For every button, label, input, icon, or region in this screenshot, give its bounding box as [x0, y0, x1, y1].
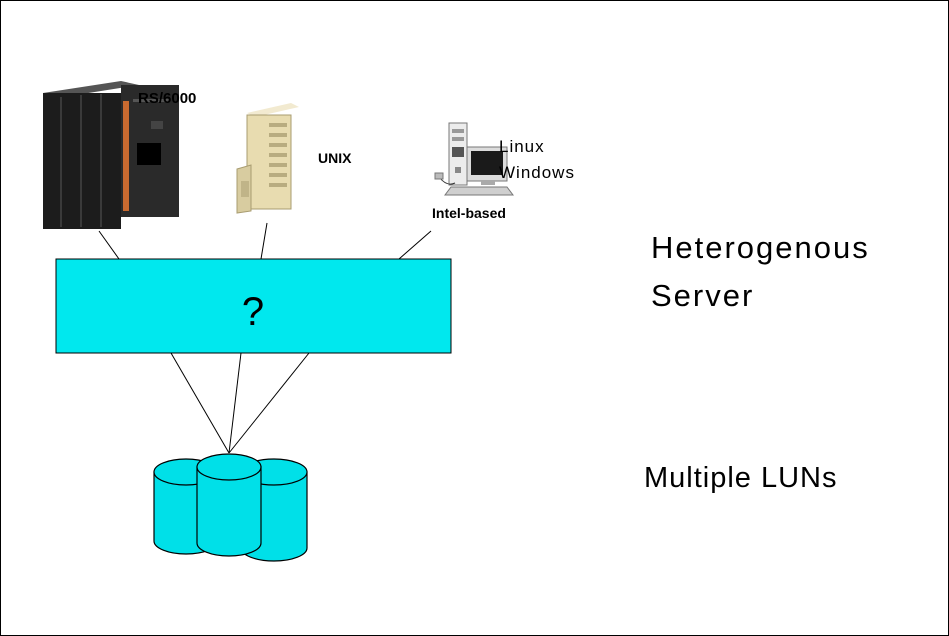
lun-link-middle — [228, 352, 242, 454]
lun-link-right — [228, 352, 310, 454]
intel-link — [398, 230, 432, 260]
rs6000-server-image — [43, 81, 179, 229]
server-connectors — [98, 222, 432, 260]
switch-question-mark: ? — [242, 290, 264, 334]
unix-server-image — [236, 103, 299, 214]
switch-box — [55, 258, 452, 354]
rs6000-link — [98, 230, 120, 260]
rs6000-label: RS/6000 — [138, 90, 196, 107]
intel-based-label: Intel-based — [432, 205, 506, 221]
linux-label: Linux — [499, 137, 545, 156]
intel-pc-image — [434, 122, 514, 196]
multiple-luns-caption: Multiple LUNs — [644, 462, 838, 494]
unix-link — [260, 222, 268, 260]
heterogenous-caption: Heterogenous — [651, 230, 870, 265]
lun-disk-middle — [196, 453, 262, 557]
lun-connectors — [170, 352, 310, 454]
unix-label: UNIX — [318, 150, 352, 166]
server-caption: Server — [651, 278, 754, 313]
windows-label: Windows — [499, 163, 575, 182]
lun-link-left — [170, 352, 230, 454]
